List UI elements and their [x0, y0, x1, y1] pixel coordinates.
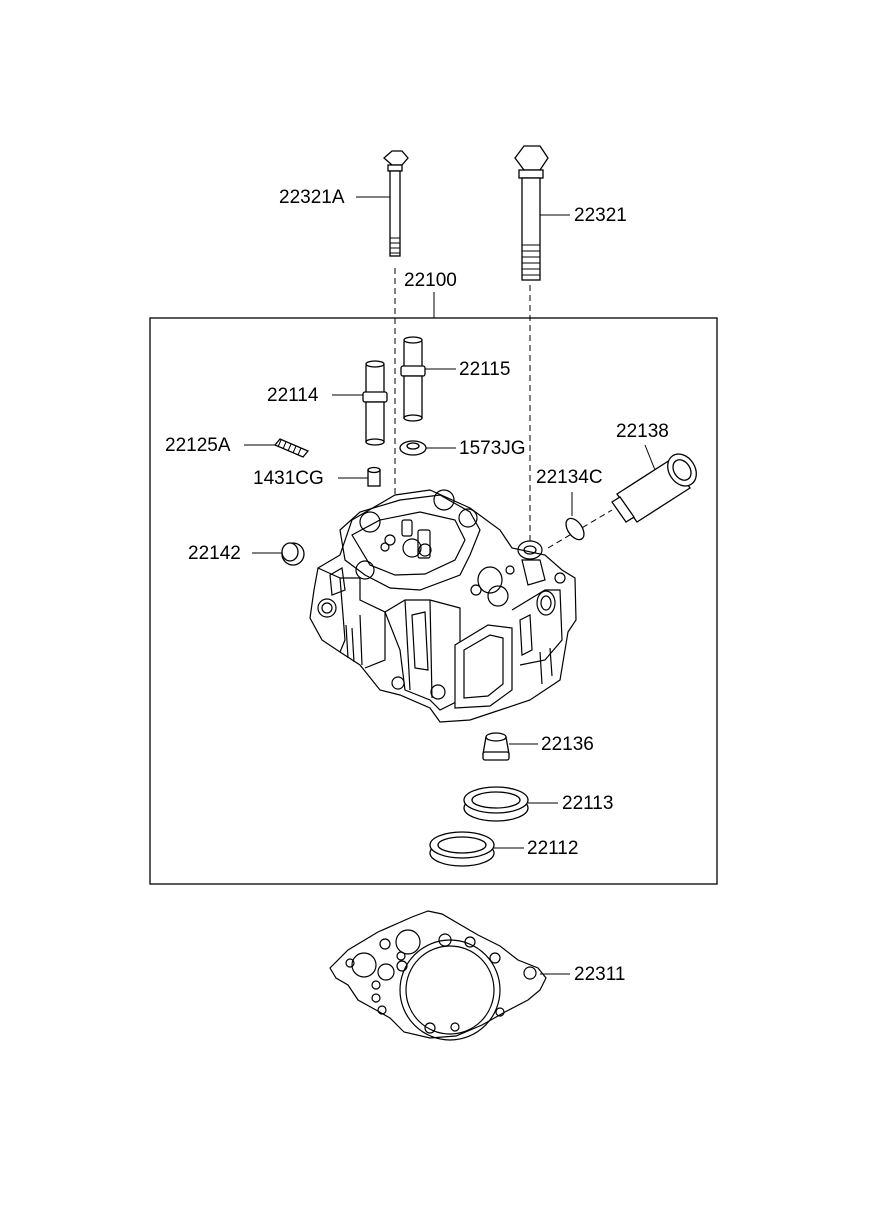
label-22112: 22112	[527, 838, 578, 859]
valve-seat-ring-22112-icon[interactable]	[429, 831, 495, 867]
valve-guide-22114-icon[interactable]	[362, 360, 388, 446]
label-22134c: 22134C	[536, 467, 603, 488]
plug-22142-icon[interactable]	[281, 542, 305, 566]
injector-sleeve-22138-icon[interactable]	[611, 449, 702, 523]
label-22114: 22114	[267, 385, 319, 406]
label-22136: 22136	[541, 734, 594, 755]
label-22113: 22113	[562, 793, 613, 814]
label-22100: 22100	[404, 270, 457, 291]
leader-22138	[644, 444, 656, 471]
label-22125a: 22125A	[165, 435, 231, 456]
label-22321: 22321	[574, 205, 627, 226]
valve-seat-insert-22136-icon[interactable]	[482, 732, 510, 761]
washer-1573jg-icon[interactable]	[399, 440, 427, 456]
label-22142: 22142	[188, 543, 241, 564]
valve-guide-22115-icon[interactable]	[400, 336, 426, 422]
label-22138: 22138	[616, 421, 669, 442]
bolt-22321a-icon[interactable]	[383, 150, 409, 257]
label-1431cg: 1431CG	[253, 468, 324, 489]
bolt-22321-icon[interactable]	[514, 145, 549, 281]
cylinder-head-22100-icon[interactable]	[309, 489, 577, 723]
o-ring-22134c-icon[interactable]	[562, 515, 587, 543]
label-22321a: 22321A	[279, 187, 345, 208]
stud-22125a-icon[interactable]	[273, 438, 310, 458]
alignment-line-22138	[547, 509, 613, 549]
pin-1431cg-icon[interactable]	[367, 466, 381, 487]
label-1573jg: 1573JG	[459, 438, 526, 459]
label-22115: 22115	[459, 359, 510, 380]
label-22311: 22311	[574, 964, 625, 985]
head-gasket-22311-icon[interactable]	[329, 910, 547, 1041]
valve-seat-ring-22113-icon[interactable]	[463, 786, 529, 822]
